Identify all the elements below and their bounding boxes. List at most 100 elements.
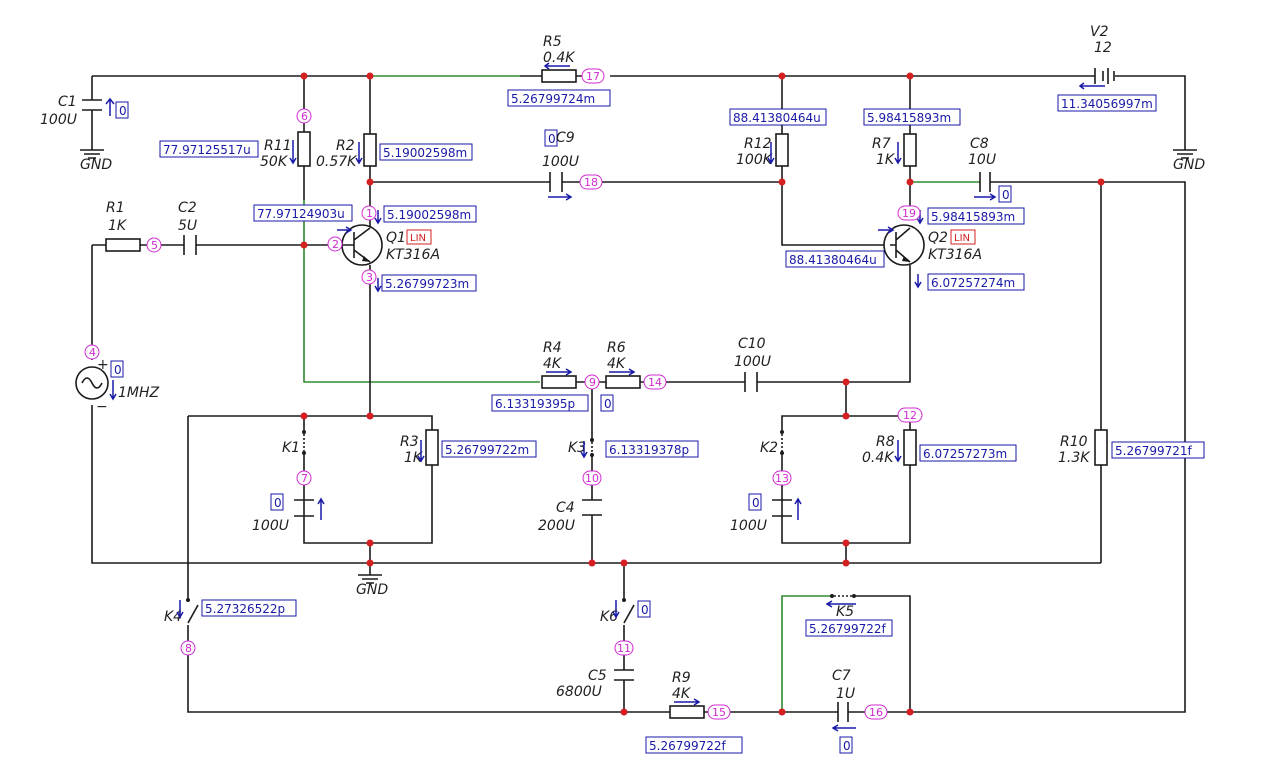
r11-value: 50K xyxy=(260,154,289,170)
c2-name: C2 xyxy=(178,200,197,216)
c1-reading: 0 xyxy=(119,104,127,118)
svg-text:5: 5 xyxy=(151,239,158,252)
node-7: 7 xyxy=(296,470,312,486)
v1-reading: 0 xyxy=(114,363,122,377)
svg-text:13: 13 xyxy=(775,472,789,485)
svg-text:+: + xyxy=(97,357,109,373)
c7-name: C7 xyxy=(832,668,851,684)
resistor-r8[interactable]: R8 0.4K 6.07257273m xyxy=(862,429,1017,466)
svg-text:19: 19 xyxy=(902,207,916,220)
k5-name: K5 xyxy=(836,604,854,620)
node-3: 3 xyxy=(361,269,377,285)
node-12: 12 xyxy=(897,407,923,423)
switch-k4[interactable]: K4 5.27326522p xyxy=(164,598,297,625)
ground-symbols: GND GND GND xyxy=(80,149,1205,598)
node-14: 14 xyxy=(643,374,667,390)
r6-name: R6 xyxy=(607,340,626,356)
node-13: 13 xyxy=(772,470,792,486)
q1-emitter-reading: 5.26799723m xyxy=(385,277,469,291)
c8-reading: 0 xyxy=(1002,188,1010,202)
resistor-r9[interactable]: R9 4K 5.26799722f xyxy=(645,670,743,754)
r3-reading: 5.26799722m xyxy=(445,443,529,457)
q2-base-reading: 88.41380464u xyxy=(789,253,877,267)
r8-value: 0.4K xyxy=(862,450,895,466)
c7-reading: 0 xyxy=(843,739,851,753)
resistor-r11[interactable]: R11 50K 77.97125517u xyxy=(159,131,311,170)
battery-v2[interactable]: V2 12 11.34056997m xyxy=(1057,24,1157,112)
c6-value: 100U xyxy=(730,518,767,534)
resistor-r10[interactable]: R10 1.3K 5.26799721f xyxy=(1058,429,1205,466)
capacitor-c10[interactable]: C10 100U xyxy=(734,336,771,392)
transistor-q2[interactable]: Q2 LIN KT316A 88.41380464u 5.98415893m 6… xyxy=(785,207,1025,291)
switch-k3[interactable]: K3 6.13319378p xyxy=(568,438,699,459)
gnd-label-right: GND xyxy=(1173,157,1205,173)
resistor-r4[interactable]: R4 4K 6.13319395p xyxy=(491,340,589,412)
k2-name: K2 xyxy=(760,440,778,456)
r12-name: R12 xyxy=(744,136,772,152)
capacitor-c6[interactable]: 0 100U xyxy=(730,493,802,534)
c3-value: 100U xyxy=(252,518,289,534)
r7-name: R7 xyxy=(872,136,891,152)
r1-name: R1 xyxy=(106,200,125,216)
r8-reading: 6.07257273m xyxy=(923,447,1007,461)
switch-k5[interactable]: K5 5.26799722f xyxy=(805,594,893,637)
resistor-r12[interactable]: R12 100K 88.41380464u xyxy=(729,108,827,168)
svg-text:6: 6 xyxy=(301,110,308,123)
switch-k2[interactable]: K2 xyxy=(760,430,784,456)
capacitor-c9[interactable]: 0 C9 100U xyxy=(542,129,579,201)
ac-source-v1[interactable]: + − 0 1MHZ xyxy=(75,357,160,415)
r12-value: 100K xyxy=(736,152,774,168)
r2-name: R2 xyxy=(336,138,355,154)
switch-k1[interactable]: K1 xyxy=(282,430,306,456)
resistor-r5[interactable]: R5 0.4K 5.26799724m xyxy=(507,34,611,107)
node-15: 15 xyxy=(707,704,731,720)
svg-text:−: − xyxy=(96,399,108,415)
switch-k6[interactable]: K6 0 xyxy=(600,598,651,625)
transistor-q1[interactable]: Q1 LIN KT316A 77.97124903u 5.19002598m 5… xyxy=(253,204,477,293)
c5-value: 6800U xyxy=(556,684,602,700)
svg-text:10: 10 xyxy=(585,472,599,485)
svg-text:7: 7 xyxy=(301,472,308,485)
capacitor-c5[interactable]: C5 6800U xyxy=(556,668,634,700)
capacitor-c2[interactable]: C2 5U xyxy=(178,200,197,255)
resistor-r3[interactable]: R3 1K 5.26799722m xyxy=(400,429,537,466)
capacitor-c8[interactable]: C8 10U 0 xyxy=(968,136,1012,203)
q1-base-reading: 77.97124903u xyxy=(257,207,345,221)
r2-value: 0.57K xyxy=(316,154,358,170)
svg-text:15: 15 xyxy=(712,706,726,719)
svg-text:18: 18 xyxy=(584,176,598,189)
node-9: 9 xyxy=(584,374,600,390)
c8-name: C8 xyxy=(970,136,989,152)
svg-text:11: 11 xyxy=(617,642,631,655)
k1-name: K1 xyxy=(282,440,300,456)
node-10: 10 xyxy=(582,470,602,486)
v2-value: 12 xyxy=(1094,40,1112,56)
capacitor-c7[interactable]: C7 1U 0 xyxy=(831,668,856,754)
node-11: 11 xyxy=(614,640,634,656)
svg-text:2: 2 xyxy=(332,238,339,251)
r10-reading: 5.26799721f xyxy=(1115,444,1193,458)
resistor-r2[interactable]: R2 0.57K 5.19002598m xyxy=(316,133,473,170)
q1-name: Q1 xyxy=(386,230,406,246)
capacitor-c4[interactable]: C4 200U xyxy=(538,499,602,534)
r10-value: 1.3K xyxy=(1058,450,1091,466)
c1-name: C1 xyxy=(58,94,77,110)
node-4: 4 xyxy=(84,344,100,360)
resistor-r7[interactable]: R7 1K 5.98415893m xyxy=(863,108,961,168)
v2-name: V2 xyxy=(1090,24,1109,40)
c5-name: C5 xyxy=(588,668,607,684)
resistor-r6[interactable]: R6 4K 0 xyxy=(600,340,641,412)
c6-reading: 0 xyxy=(752,496,760,510)
gnd-label-c1: GND xyxy=(80,157,112,173)
svg-text:14: 14 xyxy=(648,376,662,389)
capacitor-c3[interactable]: 0 100U xyxy=(252,493,325,534)
node-labels: 1 2 3 4 5 6 7 8 9 10 11 12 13 14 15 16 1… xyxy=(84,68,923,720)
capacitor-c1[interactable]: C1 100U 0 xyxy=(40,94,129,128)
r7-reading: 5.98415893m xyxy=(867,111,951,125)
resistor-r1[interactable]: R1 1K xyxy=(105,200,141,252)
node-19: 19 xyxy=(897,205,921,221)
c4-name: C4 xyxy=(556,500,575,516)
gnd-label-bottom: GND xyxy=(356,582,388,598)
r7-value: 1K xyxy=(876,152,896,168)
